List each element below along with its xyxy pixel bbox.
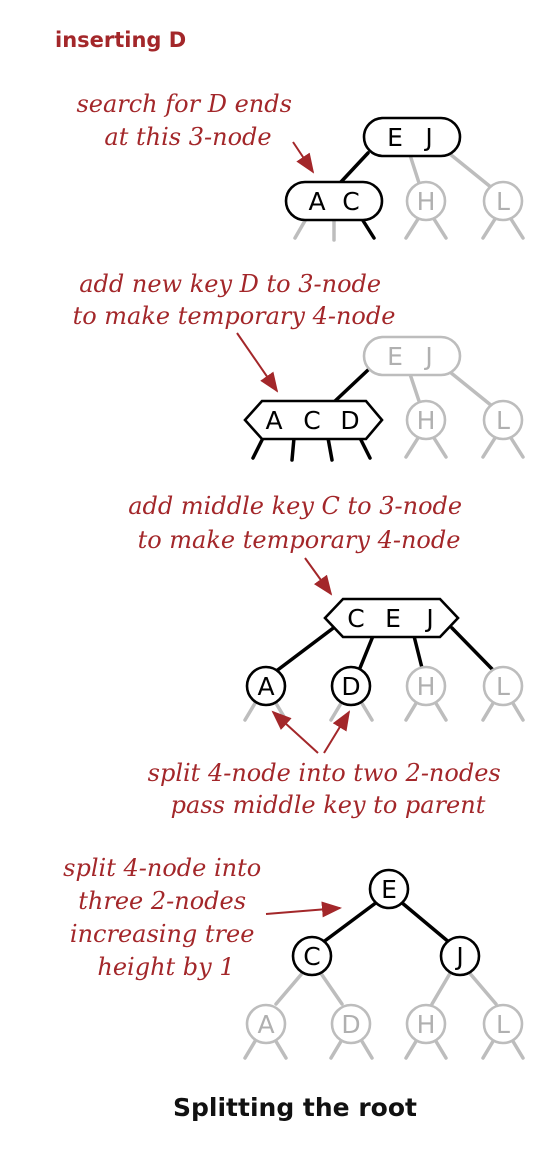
- link: [412, 634, 424, 670]
- step-2-arrow: [236, 332, 279, 393]
- step-4-arrow-left: [271, 710, 319, 754]
- svg-text:L: L: [496, 187, 510, 216]
- link: [274, 968, 307, 1006]
- node-ej: [362, 335, 462, 377]
- node-a: [245, 1003, 287, 1045]
- node-d: [330, 665, 372, 707]
- link: [332, 368, 370, 404]
- step-5-annotation: split 4-node into three 2-nodes increasi…: [63, 854, 269, 981]
- link: [358, 634, 375, 670]
- link: [290, 436, 296, 462]
- link: [408, 372, 422, 406]
- svg-text:A: A: [265, 406, 282, 435]
- svg-text:H: H: [417, 187, 436, 216]
- node-h: [405, 180, 447, 222]
- node-l: [482, 180, 524, 222]
- link: [450, 626, 495, 672]
- node-acd: [243, 399, 384, 441]
- node-l: [482, 665, 524, 707]
- link: [509, 217, 525, 240]
- svg-text:A: A: [257, 672, 274, 701]
- step-2-annotation: add new key D to 3-node to make temporar…: [73, 270, 396, 330]
- link: [360, 217, 376, 240]
- svg-text:A: A: [308, 187, 325, 216]
- node-l: [482, 1003, 524, 1045]
- header-title: inserting D: [55, 28, 186, 52]
- link: [404, 217, 420, 240]
- step-4-annotation: split 4-node into two 2-nodes pass middl…: [148, 759, 509, 819]
- link: [432, 217, 448, 240]
- svg-text:C: C: [347, 604, 364, 633]
- link: [243, 698, 259, 722]
- step-1-arrow: [292, 141, 315, 174]
- svg-text:D: D: [341, 1010, 360, 1039]
- svg-text:E: E: [381, 875, 397, 904]
- svg-text:J: J: [454, 942, 463, 971]
- svg-text:C: C: [342, 187, 359, 216]
- node-h: [405, 665, 447, 707]
- link: [404, 436, 420, 459]
- svg-text:D: D: [341, 672, 360, 701]
- link: [430, 968, 454, 1006]
- link: [509, 436, 525, 459]
- link: [408, 153, 422, 188]
- link: [251, 436, 265, 460]
- step-2: add new key D to 3-node to make temporar…: [73, 270, 525, 462]
- svg-text:C: C: [303, 406, 320, 435]
- link: [273, 624, 338, 674]
- node-d: [330, 1003, 372, 1045]
- link: [318, 970, 344, 1006]
- svg-text:E: E: [387, 123, 403, 152]
- step-5: split 4-node into three 2-nodes increasi…: [63, 854, 525, 1060]
- svg-text:A: A: [257, 1010, 274, 1039]
- step-1: search for D ends at this 3-node E J A C…: [76, 90, 525, 242]
- link: [358, 698, 374, 722]
- node-a: [245, 665, 287, 707]
- step-5-arrow: [265, 901, 342, 918]
- svg-text:C: C: [303, 942, 320, 971]
- svg-text:H: H: [417, 672, 436, 701]
- link: [243, 1036, 259, 1060]
- step-4-arrow-right: [323, 710, 351, 754]
- link: [358, 436, 372, 460]
- link: [443, 366, 494, 408]
- step-3-arrow: [304, 557, 333, 596]
- svg-text:D: D: [340, 406, 359, 435]
- link: [465, 968, 498, 1006]
- link: [399, 900, 452, 945]
- svg-text:E: E: [387, 342, 403, 371]
- svg-text:H: H: [417, 406, 436, 435]
- node-l: [482, 399, 524, 441]
- link: [293, 217, 308, 240]
- node-e: [368, 868, 410, 910]
- svg-text:L: L: [496, 1010, 510, 1039]
- svg-text:L: L: [496, 672, 510, 701]
- svg-text:L: L: [496, 406, 510, 435]
- node-h: [405, 399, 447, 441]
- node-h: [405, 1003, 447, 1045]
- step-3: add middle key C to 3-node to make tempo…: [128, 492, 525, 819]
- svg-text:J: J: [423, 123, 432, 152]
- step-1-annotation: search for D ends at this 3-node: [76, 90, 299, 151]
- svg-text:H: H: [417, 1010, 436, 1039]
- node-c: [291, 935, 333, 977]
- step-3-annotation: add middle key C to 3-node to make tempo…: [128, 492, 469, 554]
- link: [358, 1036, 374, 1060]
- link: [481, 217, 497, 240]
- link: [338, 151, 370, 185]
- node-ac: [284, 180, 384, 222]
- svg-text:E: E: [385, 604, 401, 633]
- svg-text:J: J: [423, 342, 432, 371]
- link: [320, 900, 379, 945]
- node-j: [439, 935, 481, 977]
- link: [443, 148, 494, 190]
- link: [326, 436, 334, 462]
- figure-caption: Splitting the root: [173, 1093, 417, 1122]
- link: [481, 436, 497, 459]
- svg-text:J: J: [424, 604, 433, 633]
- node-ej: [362, 116, 462, 158]
- link: [432, 436, 448, 459]
- node-cej: [323, 597, 460, 639]
